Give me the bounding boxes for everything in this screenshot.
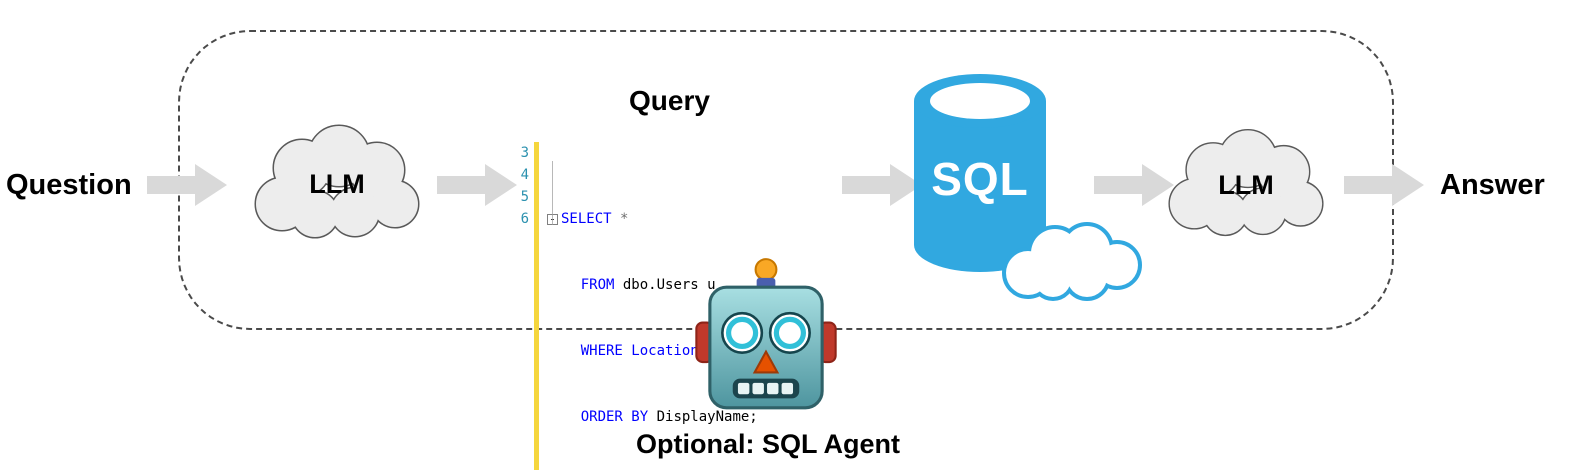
line-number-gutter: 3 4 5 6 [513,142,534,470]
agent-caption: Optional: SQL Agent [636,429,900,459]
sql-token: DisplayName; [648,409,758,425]
sql-token: SELECT [561,211,612,227]
cloud-outline-icon [1002,222,1142,301]
sql-token: WHERE Location [547,343,708,359]
cloud-icon [254,124,420,239]
line-number: 5 [520,189,529,205]
answer-label: Answer [1440,169,1545,201]
query-title: Query [629,85,710,116]
llm-cloud-right: LLM [1152,120,1340,246]
sql-token: FROM [547,277,615,293]
sql-token: ORDER BY [547,409,649,425]
block-arrow-right-icon [147,164,227,206]
line-number: 6 [520,211,529,227]
block-arrow-right-icon [1094,164,1174,206]
outline-guide-line [552,161,553,225]
unsaved-change-bar [534,142,539,470]
llm-left-label: LLM [309,168,365,199]
block-arrow-right-icon [437,164,517,206]
code-line: FROM dbo.Users u [547,274,825,296]
question-label: Question [6,169,132,201]
line-number: 3 [520,145,529,161]
llm-cloud-left: LLM [237,116,437,248]
block-arrow-right-icon [1344,164,1424,206]
sql-token: dbo.Users u [614,277,716,293]
cloud-icon [1168,128,1324,237]
sql-token: * [611,211,629,227]
llm-right-label: LLM [1218,169,1274,200]
block-arrow-right-icon [842,164,922,206]
robot-icon [695,258,837,410]
sql-database-cylinder-icon [914,74,1046,272]
code-line: ORDER BY DisplayName; [547,406,825,428]
sql-label: SQL [931,153,1029,205]
line-number: 4 [520,167,529,183]
code-line: -SELECT * [547,208,825,230]
